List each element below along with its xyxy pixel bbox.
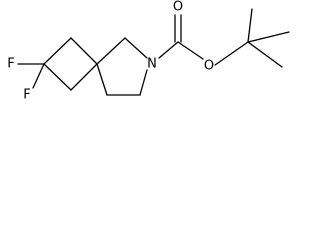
bond-tbutyl-methyl-down <box>247 41 283 68</box>
bond-n-carbonyl <box>158 41 179 59</box>
bond-cyclobutane-3 <box>70 63 98 91</box>
bond-tbutyl-methyl-up <box>247 8 253 43</box>
bond-pyrrolidine-5 <box>96 63 108 96</box>
bond-lines <box>17 8 290 96</box>
bond-c-f-lower <box>32 63 45 89</box>
chemical-structure-diagram: F F N O O <box>7 0 290 103</box>
bond-cyclobutane-2 <box>70 37 98 65</box>
bond-tbutyl-methyl-right <box>247 31 290 43</box>
atom-label-fluorine-upper: F <box>7 57 14 72</box>
atom-label-fluorine-lower: F <box>23 88 30 103</box>
bond-cyclobutane-4 <box>43 63 72 91</box>
bond-carbonyl-ester <box>177 41 204 60</box>
atom-label-carbonyl-oxygen: O <box>173 0 183 15</box>
bond-pyrrolidine-3 <box>139 69 148 96</box>
atom-labels: F F N O O <box>7 0 214 103</box>
bond-ester-tbutyl <box>214 41 249 66</box>
bond-cyclobutane-1 <box>43 37 72 65</box>
atom-label-nitrogen: N <box>147 57 157 72</box>
atom-label-ester-oxygen: O <box>204 59 214 74</box>
bond-pyrrolidine-2 <box>124 37 148 59</box>
bond-pyrrolidine-1 <box>96 37 126 65</box>
